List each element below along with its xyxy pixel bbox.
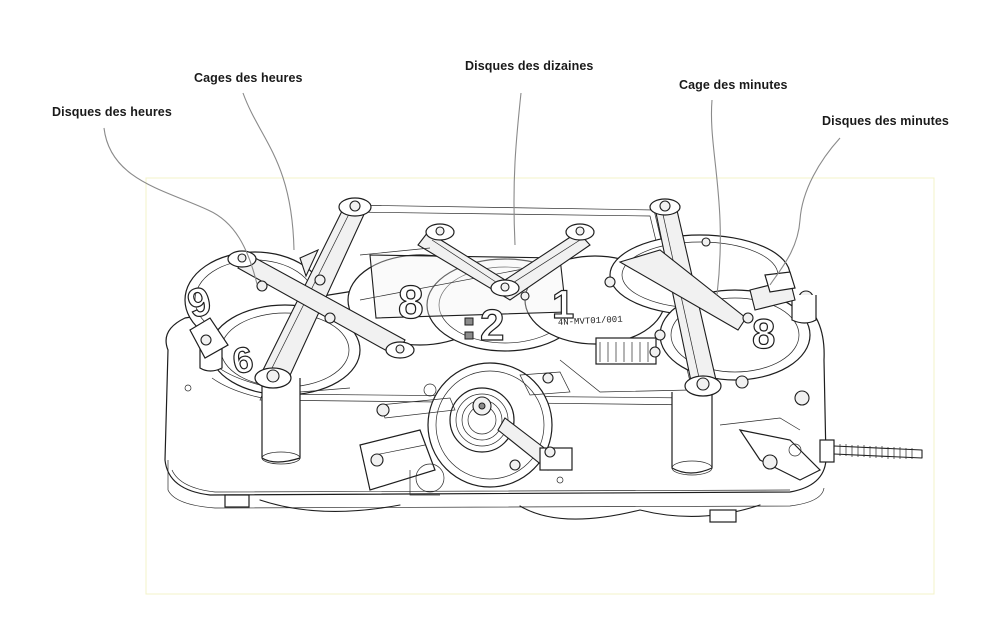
digit-minutes-right: 8 xyxy=(752,310,775,357)
label-disques-minutes: Disques des minutes xyxy=(822,114,949,128)
pillars xyxy=(199,295,817,476)
digit-tens-b: 2 xyxy=(480,301,504,350)
label-cages-heures: Cages des heures xyxy=(194,71,303,85)
image-frame xyxy=(145,177,935,595)
cages-heures-bridge xyxy=(189,197,415,389)
disques-dizaines-discs xyxy=(347,254,666,352)
leader-lines xyxy=(103,92,841,296)
digit-tens-a: 8 xyxy=(398,276,424,328)
label-cage-minutes: Cage des minutes xyxy=(679,78,788,92)
movement-engraving: 4N-MVT01/001 xyxy=(558,315,623,328)
label-disques-dizaines: Disques des dizaines xyxy=(465,59,594,73)
dizaines-bridge xyxy=(359,223,595,301)
digit-tens-c: 1 xyxy=(552,283,574,327)
label-disques-heures: Disques des heures xyxy=(52,105,172,119)
balance-assembly xyxy=(359,362,573,496)
cage-minutes-bridge xyxy=(604,198,796,397)
